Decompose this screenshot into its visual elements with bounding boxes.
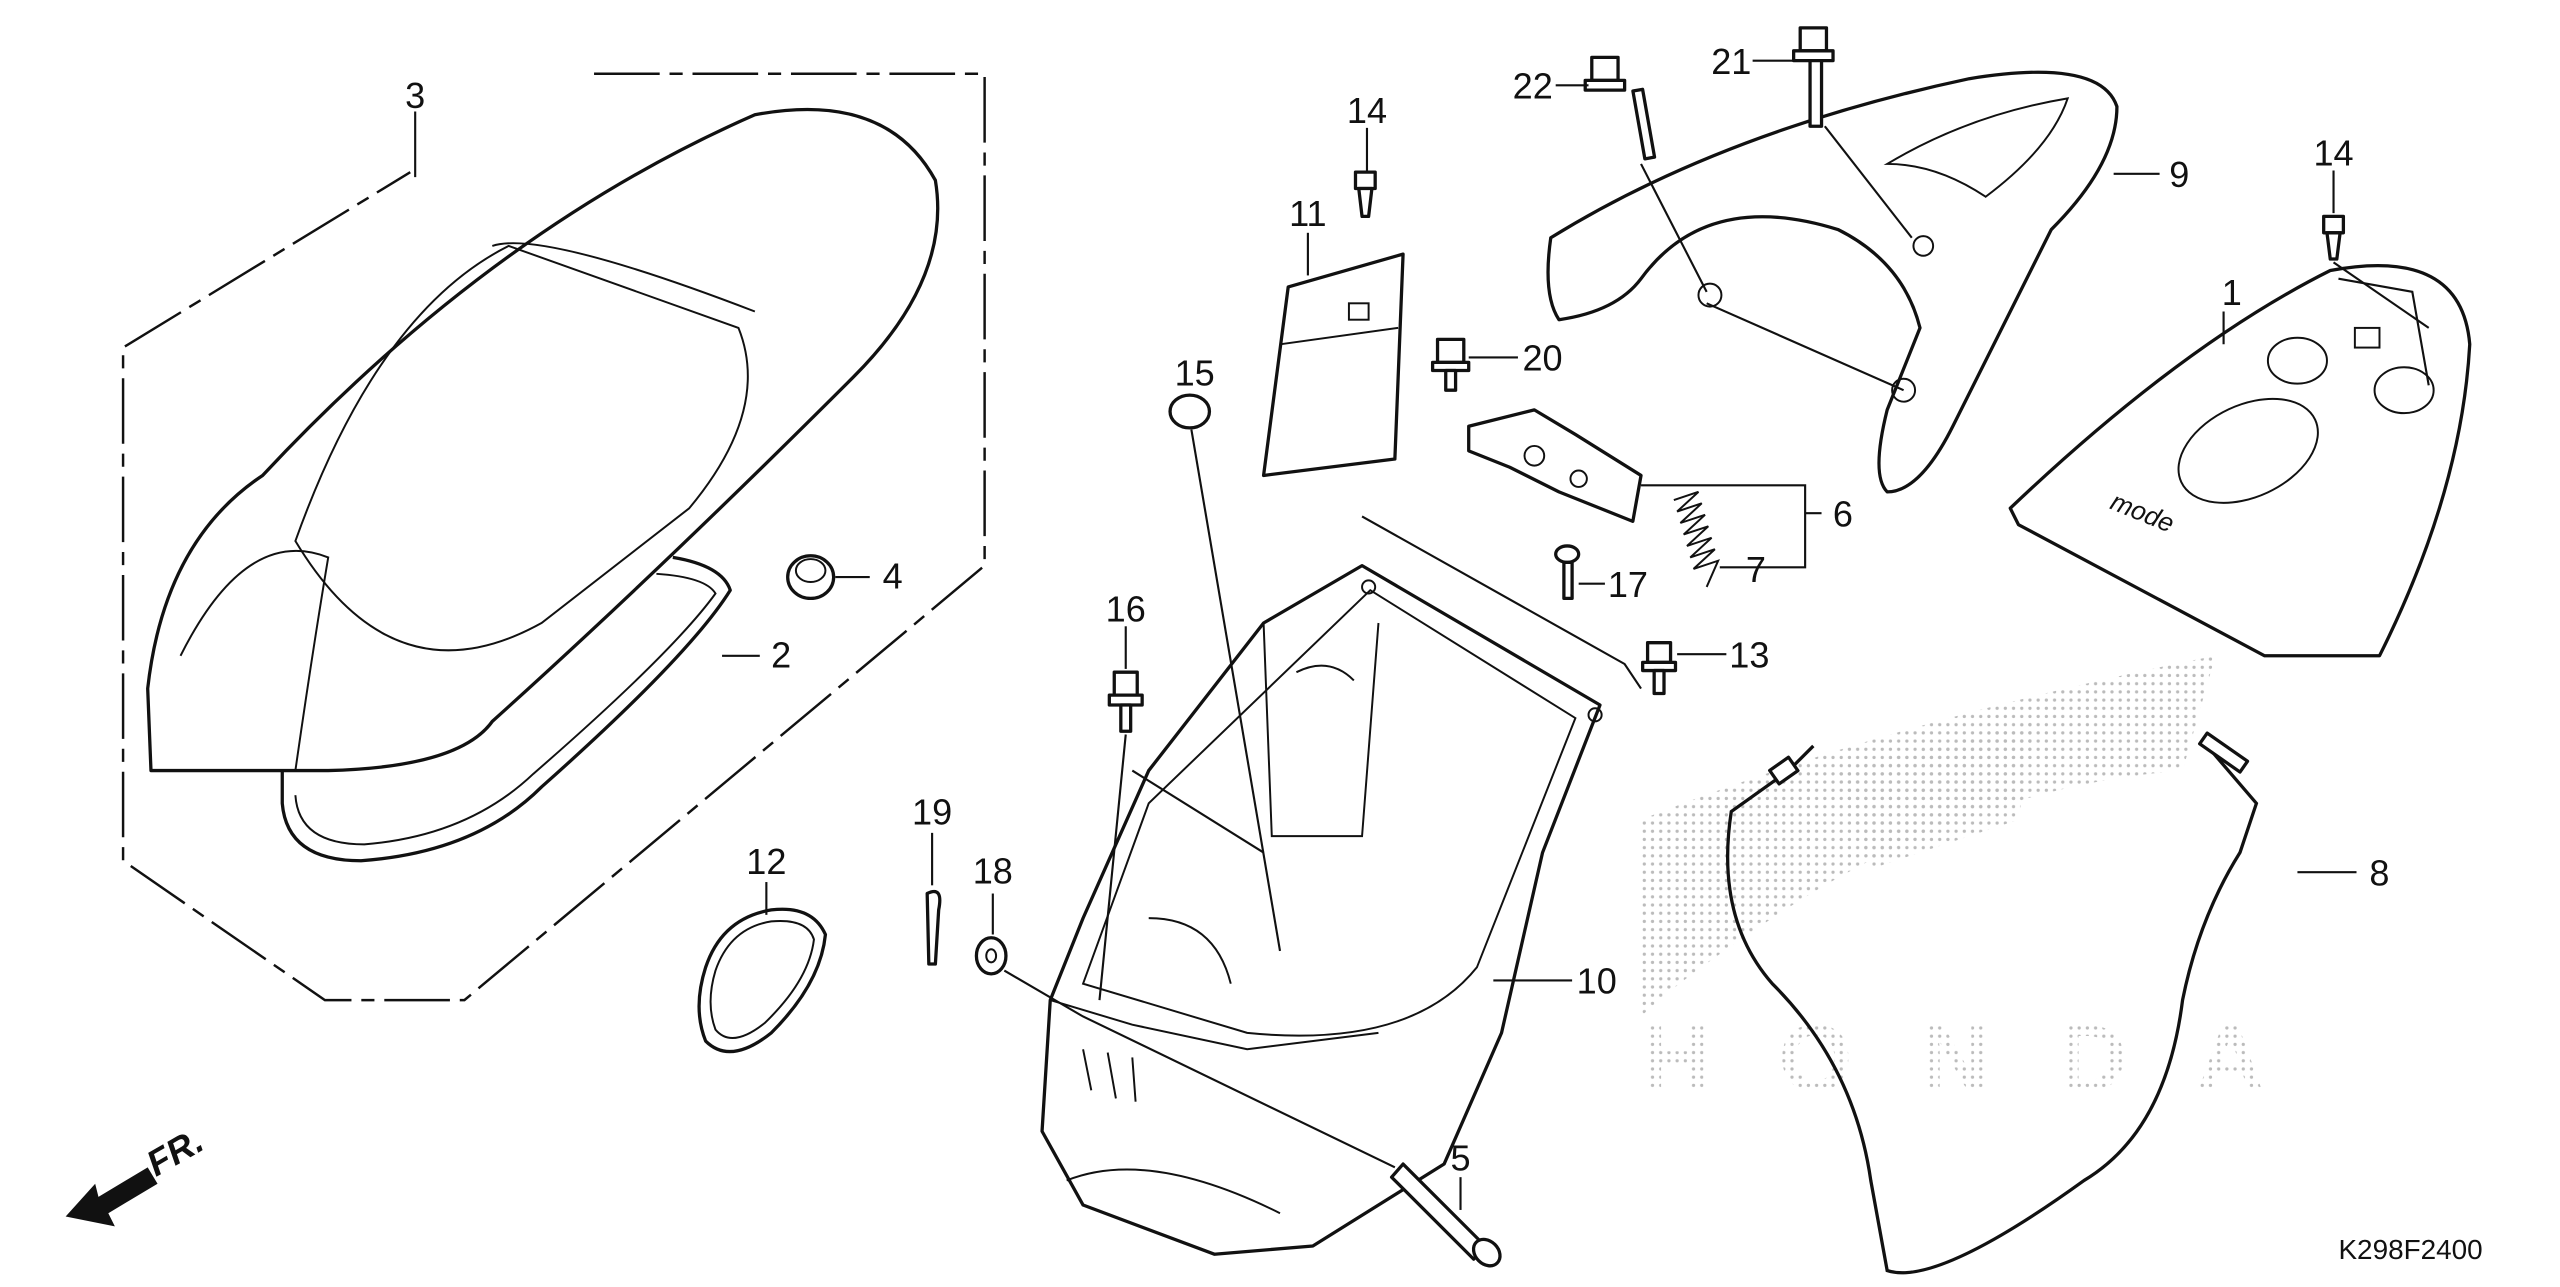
- callout-10[interactable]: 10: [1577, 961, 1617, 1002]
- callout-1[interactable]: 1: [2222, 272, 2242, 313]
- part-pin[interactable]: [1389, 1162, 1506, 1271]
- callout-14-left[interactable]: 14: [1347, 90, 1387, 131]
- part-screw-17[interactable]: [1554, 544, 1581, 601]
- part-seat-lock-cable[interactable]: [1725, 731, 2259, 1275]
- callout-20[interactable]: 20: [1522, 338, 1562, 379]
- part-bolt-22[interactable]: [1583, 55, 1657, 161]
- callout-11[interactable]: 11: [1289, 193, 1326, 234]
- seat-assembly-boundary: [121, 72, 986, 1002]
- part-clip-right[interactable]: [2322, 214, 2346, 261]
- callout-5[interactable]: 5: [1450, 1138, 1470, 1179]
- part-spring[interactable]: [1673, 490, 1720, 588]
- callout-15[interactable]: 15: [1175, 352, 1215, 393]
- front-direction-indicator: FR.: [65, 1120, 210, 1227]
- callout-8[interactable]: 8: [2369, 852, 2389, 893]
- callout-19[interactable]: 19: [912, 792, 952, 833]
- callout-18[interactable]: 18: [973, 851, 1013, 892]
- callout-16[interactable]: 16: [1106, 588, 1146, 629]
- part-rear-cover[interactable]: mode: [2008, 263, 2472, 658]
- part-seat[interactable]: [146, 107, 940, 773]
- part-cover[interactable]: [1261, 252, 1405, 478]
- part-seat-seal[interactable]: [280, 555, 732, 863]
- part-cotter-pin[interactable]: [925, 889, 942, 966]
- leader-lines: [414, 59, 2430, 1210]
- part-rubber-bumper[interactable]: [786, 554, 836, 601]
- callout-9[interactable]: 9: [2169, 154, 2189, 195]
- part-cap[interactable]: [1168, 393, 1212, 430]
- part-bolt-16[interactable]: [1107, 670, 1144, 733]
- callout-21[interactable]: 21: [1711, 41, 1751, 82]
- callout-14-right[interactable]: 14: [2313, 133, 2353, 174]
- callout-12[interactable]: 12: [746, 841, 786, 882]
- callout-17[interactable]: 17: [1608, 564, 1648, 605]
- drawing-code: K298F2400: [2338, 1234, 2482, 1265]
- callout-13[interactable]: 13: [1729, 634, 1769, 675]
- part-bolt-20[interactable]: [1430, 337, 1471, 392]
- part-clip-left[interactable]: [1353, 170, 1377, 219]
- part-seat-latch[interactable]: [1467, 408, 1643, 523]
- callout-labels: 1 2 3 4 5 6 7 8 9 10 11 12 13 14 14 15 1…: [405, 41, 2389, 1179]
- callout-4[interactable]: 4: [883, 556, 903, 597]
- honda-watermark: HONDA: [1641, 655, 2265, 1111]
- callout-22[interactable]: 22: [1513, 65, 1553, 106]
- part-luggage-box[interactable]: [1040, 563, 1603, 1256]
- part-bolt-13[interactable]: [1641, 641, 1678, 696]
- callout-6[interactable]: 6: [1833, 493, 1853, 534]
- part-bolt-21[interactable]: [1792, 26, 1835, 128]
- callout-2[interactable]: 2: [771, 634, 791, 675]
- part-o-ring[interactable]: [697, 907, 828, 1054]
- callout-3[interactable]: 3: [405, 75, 425, 116]
- callout-7[interactable]: 7: [1746, 549, 1766, 590]
- part-washer[interactable]: [974, 936, 1008, 976]
- front-arrow-icon: [65, 1167, 158, 1227]
- part-grab-rail[interactable]: [1546, 70, 2119, 494]
